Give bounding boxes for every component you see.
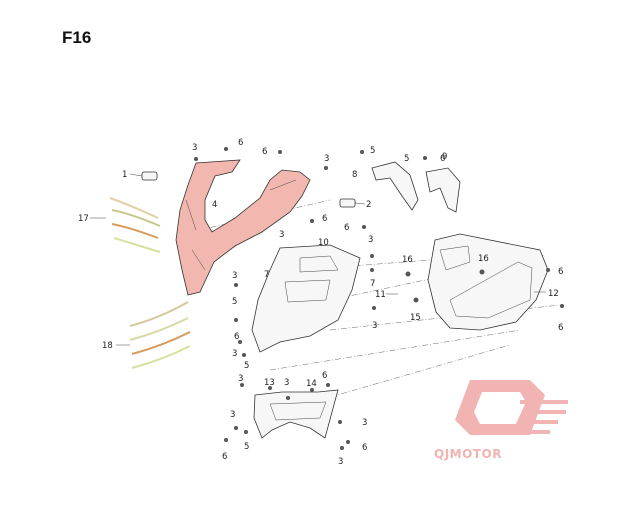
label-5: 5 [244, 442, 249, 452]
brand-logo-text: QJMOTOR [434, 447, 502, 461]
label-6: 6 [234, 332, 239, 342]
fasteners [194, 147, 564, 450]
part-9-bracket[interactable] [425, 167, 461, 213]
label-13: 13 [264, 378, 275, 388]
label-5: 5 [244, 361, 249, 371]
label-3: 3 [362, 418, 367, 428]
label-6: 6 [558, 323, 563, 333]
label-2: 2 [366, 200, 371, 210]
label-10: 10 [318, 238, 329, 248]
label-4: 4 [212, 200, 217, 210]
upper-bracket-part[interactable] [371, 161, 419, 211]
label-1: 1 [122, 170, 127, 180]
label-6: 6 [322, 214, 327, 224]
label-12: 12 [548, 289, 559, 299]
label-6: 6 [222, 452, 227, 462]
label-16: 16 [402, 255, 413, 265]
label-6: 6 [262, 147, 267, 157]
label-6: 6 [362, 443, 367, 453]
label-3: 3 [368, 235, 373, 245]
brand-logo-mark [455, 380, 545, 435]
label-6: 6 [344, 223, 349, 233]
label-3: 3 [230, 410, 235, 420]
inner-panel-part-10[interactable] [251, 244, 361, 353]
label-3: 3 [192, 143, 197, 153]
label-11: 11 [375, 290, 386, 300]
part-1-bracket[interactable] [141, 171, 158, 181]
headlight-assembly-part-12[interactable] [427, 233, 549, 331]
brand-logo: QJMOTOR [434, 380, 568, 461]
part-2-bracket[interactable] [339, 198, 356, 208]
label-17: 17 [78, 214, 89, 224]
label-3: 3 [372, 321, 377, 331]
label-6: 6 [322, 371, 327, 381]
label-5: 5 [404, 154, 409, 164]
lower-cowl-part[interactable] [253, 389, 339, 439]
label-16: 16 [478, 254, 489, 264]
label-7: 7 [264, 270, 269, 280]
label-7: 7 [370, 279, 375, 289]
label-3: 3 [338, 457, 343, 467]
label-leaders [90, 173, 546, 346]
stripe-decals-17[interactable] [109, 197, 161, 253]
label-5: 5 [370, 146, 375, 156]
label-3: 3 [324, 154, 329, 164]
label-3: 3 [232, 349, 237, 359]
label-6: 6 [558, 267, 563, 277]
label-3: 3 [284, 378, 289, 388]
label-15: 15 [410, 313, 421, 323]
page-title: F16 [62, 28, 92, 47]
label-5: 5 [232, 297, 237, 307]
label-3: 3 [238, 374, 243, 384]
label-14: 14 [306, 379, 317, 389]
label-6: 6 [440, 154, 445, 164]
label-8: 8 [352, 170, 357, 180]
label-3: 3 [279, 230, 284, 240]
label-9: 9 [442, 152, 447, 162]
label-6: 6 [238, 138, 243, 148]
stripe-decals-18[interactable] [129, 301, 191, 369]
label-3: 3 [232, 271, 237, 281]
callout-labels: 1 2 3 3 3 3 3 3 3 3 3 3 3 3 4 5 5 5 5 5 … [78, 138, 563, 467]
label-18: 18 [102, 341, 113, 351]
front-cowl-part[interactable] [175, 159, 311, 296]
